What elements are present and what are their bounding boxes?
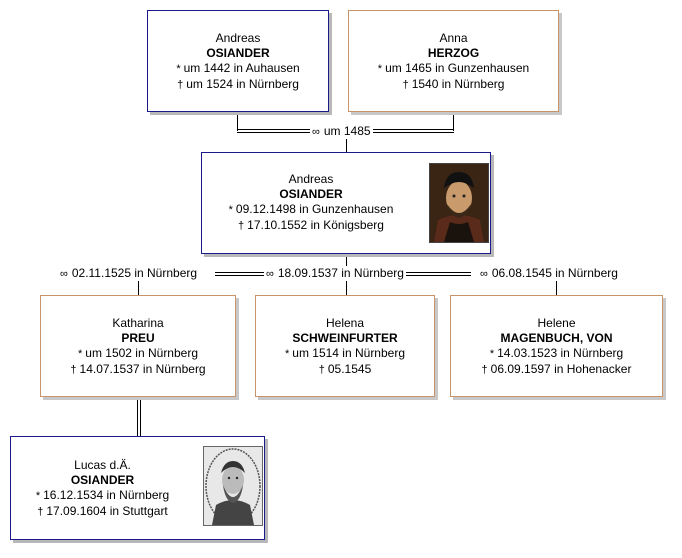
- surname: OSIANDER: [279, 187, 343, 201]
- person-box-son[interactable]: Lucas d.Ä. OSIANDER *16.12.1534 in Nürnb…: [10, 436, 265, 540]
- given-name: Andreas: [215, 31, 261, 45]
- birth-line: *um 1465 in Gunzenhausen: [377, 61, 530, 75]
- cross-icon: †: [70, 364, 77, 376]
- birth-line: *um 1442 in Auhausen: [176, 61, 300, 75]
- connector-line: [346, 133, 347, 153]
- death-line: †05.1545: [318, 362, 372, 376]
- given-name: Helena: [325, 316, 365, 330]
- portrait-icon: [204, 447, 262, 525]
- death-line: †06.09.1597 in Hohenacker: [481, 362, 632, 376]
- marriage-icon: ∞: [312, 126, 320, 138]
- connector-line: [556, 280, 557, 296]
- birth-icon: *: [176, 63, 181, 75]
- marriage-label-parents: ∞um 1485: [310, 124, 373, 139]
- surname: OSIANDER: [70, 473, 135, 487]
- birth-icon: *: [377, 63, 383, 75]
- surname: PREU: [121, 331, 155, 345]
- surname: MAGENBUCH, VON: [500, 331, 613, 345]
- portrait-image: [429, 163, 489, 243]
- person-box-mother[interactable]: Anna HERZOG *um 1465 in Gunzenhausen †15…: [348, 10, 559, 112]
- marriage-icon: ∞: [60, 268, 68, 280]
- death-line: †17.09.1604 in Stuttgart: [37, 504, 168, 518]
- person-box-wife-1[interactable]: Katharina PREU *um 1502 in Nürnberg †14.…: [40, 295, 236, 397]
- cross-icon: †: [177, 79, 184, 91]
- given-name: Anna: [439, 31, 468, 45]
- given-name: Andreas: [288, 172, 334, 186]
- birth-icon: *: [284, 348, 290, 360]
- cross-icon: †: [402, 79, 409, 91]
- birth-line: *16.12.1534 in Nürnberg: [35, 488, 170, 502]
- person-box-wife-3[interactable]: Helene MAGENBUCH, VON *14.03.1523 in Nür…: [450, 295, 663, 397]
- birth-line: *um 1514 in Nürnberg: [284, 346, 405, 360]
- surname: SCHWEINFURTER: [292, 331, 398, 345]
- person-box-father[interactable]: Andreas OSIANDER *um 1442 in Auhausen †u…: [147, 10, 329, 112]
- connector-line: [140, 398, 141, 436]
- marriage-line-2: [346, 272, 471, 276]
- marriage-label-1: ∞02.11.1525 in Nürnberg: [58, 266, 200, 281]
- death-line: †1540 in Nürnberg: [402, 77, 505, 91]
- cross-icon: †: [37, 506, 44, 518]
- marriage-label-3: ∞06.08.1545 in Nürnberg: [478, 266, 620, 281]
- birth-icon: *: [228, 204, 233, 216]
- surname: OSIANDER: [206, 46, 270, 60]
- connector-line: [137, 398, 138, 436]
- given-name: Helene: [537, 316, 576, 330]
- portrait-icon: [430, 164, 488, 242]
- connector-line: [453, 113, 454, 131]
- death-line: †14.07.1537 in Nürnberg: [70, 362, 206, 376]
- connector-line: [138, 280, 139, 296]
- death-line: †17.10.1552 in Königsberg: [238, 218, 384, 232]
- cross-icon: †: [481, 364, 488, 376]
- birth-icon: *: [35, 490, 41, 502]
- birth-icon: *: [77, 348, 83, 360]
- death-line: †um 1524 in Nürnberg: [177, 77, 299, 91]
- marriage-label-2: ∞18.09.1537 in Nürnberg: [264, 266, 406, 281]
- birth-icon: *: [489, 348, 495, 360]
- person-box-main[interactable]: Andreas OSIANDER *09.12.1498 in Gunzenha…: [201, 152, 491, 254]
- marriage-icon: ∞: [266, 268, 274, 280]
- cross-icon: †: [238, 220, 245, 232]
- birth-line: *09.12.1498 in Gunzenhausen: [228, 202, 394, 216]
- cross-icon: †: [318, 364, 325, 376]
- given-name: Lucas d.Ä.: [74, 458, 131, 472]
- marriage-icon: ∞: [480, 268, 488, 280]
- given-name: Katharina: [112, 316, 164, 330]
- birth-line: *14.03.1523 in Nürnberg: [489, 346, 624, 360]
- surname: HERZOG: [427, 46, 480, 60]
- portrait-image: [203, 446, 263, 526]
- birth-line: *um 1502 in Nürnberg: [77, 346, 198, 360]
- connector-line: [237, 113, 238, 131]
- person-box-wife-2[interactable]: Helena SCHWEINFURTER *um 1514 in Nürnber…: [255, 295, 435, 397]
